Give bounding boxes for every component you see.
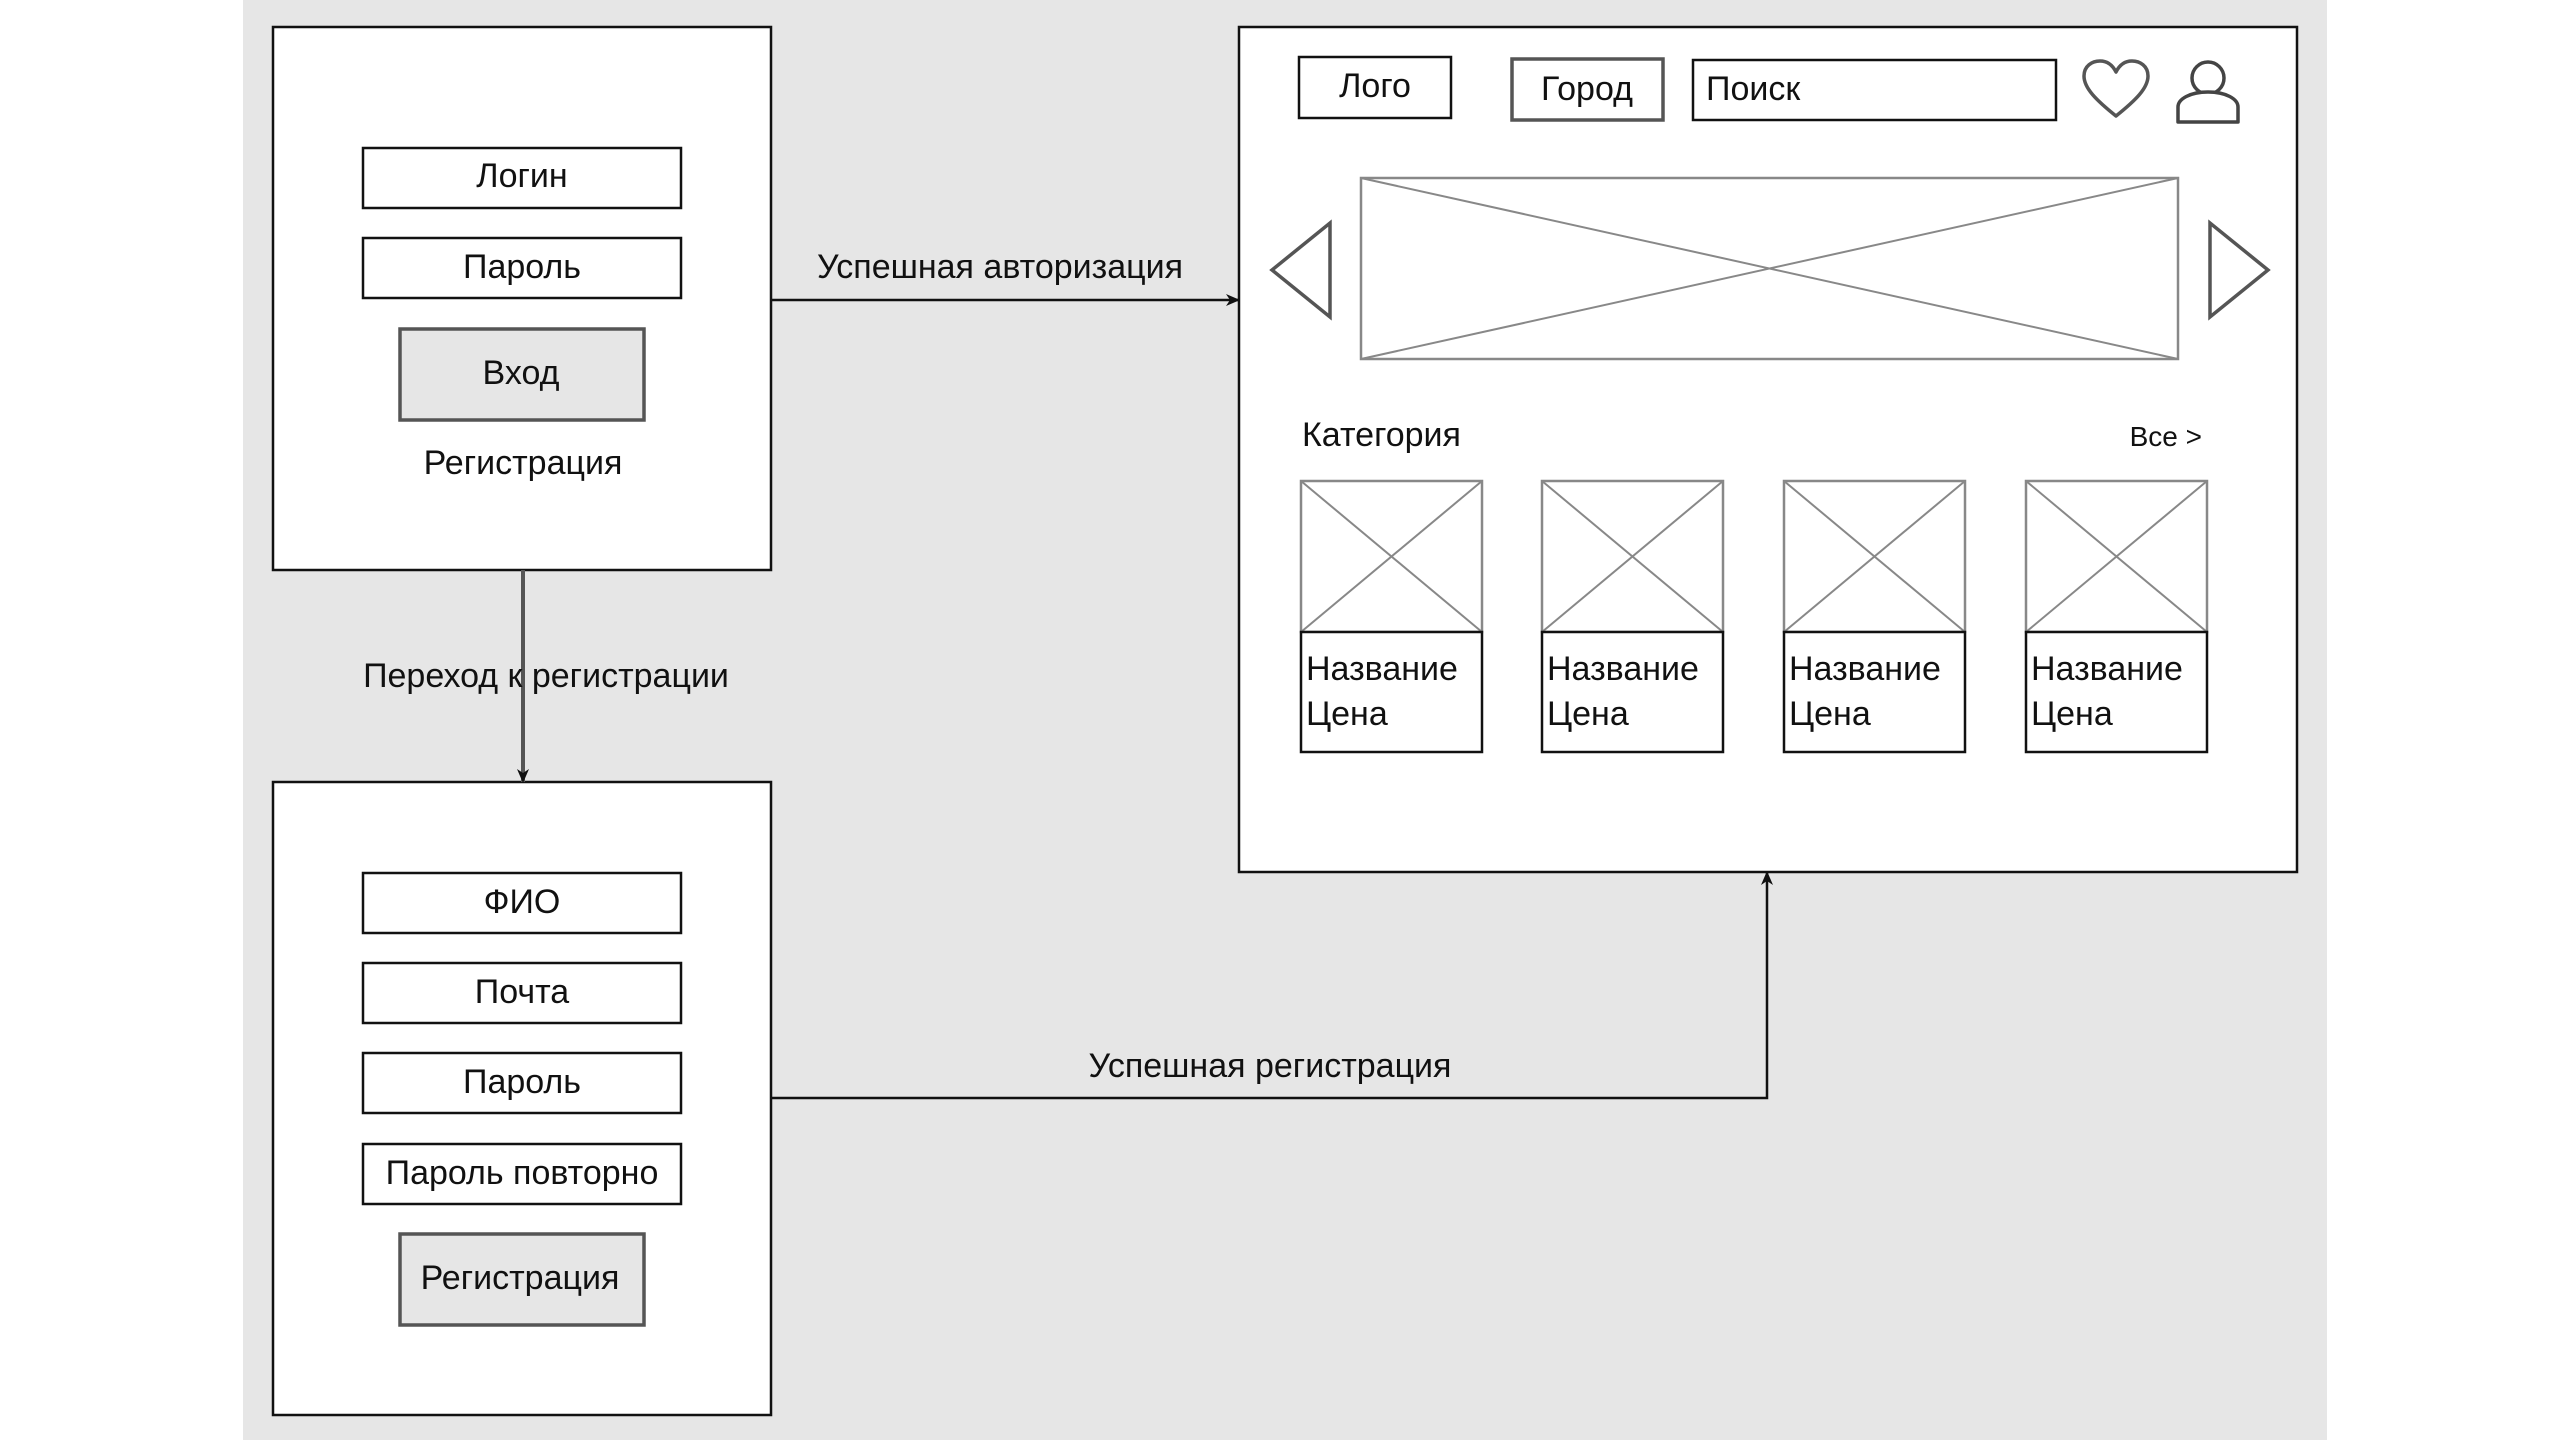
register-button[interactable]: Регистрация — [398, 1232, 646, 1327]
product-name: Название — [1547, 650, 1699, 688]
city-button[interactable]: Город — [1510, 57, 1665, 122]
user-icon[interactable] — [2176, 60, 2240, 124]
main-screen: Лого Город Поиск Категория Все > — [1237, 25, 2299, 874]
banner-image-placeholder — [1359, 176, 2180, 361]
edge-to-registration: Переход к регистрации — [363, 570, 729, 783]
logo-label: Лого — [1339, 67, 1411, 105]
login-screen: Логин Пароль Вход Регистрация — [271, 25, 773, 572]
password-field[interactable]: Пароль — [361, 236, 683, 300]
product-card[interactable]: Название Цена — [2024, 479, 2209, 754]
register-link[interactable]: Регистрация — [424, 444, 623, 482]
product-price: Цена — [1547, 695, 1629, 733]
product-price: Цена — [1306, 695, 1388, 733]
register-success-label: Успешная регистрация — [1089, 1047, 1452, 1085]
product-price: Цена — [1789, 695, 1871, 733]
triangle-left-icon[interactable] — [1269, 219, 1332, 321]
edge-login-success: Успешная авторизация — [771, 248, 1240, 306]
product-card[interactable]: Название Цена — [1540, 479, 1725, 754]
all-link[interactable]: Все > — [2130, 421, 2202, 452]
password-field-label: Пароль — [463, 248, 581, 286]
register-password-field-label: Пароль — [463, 1063, 581, 1101]
enter-button[interactable]: Вход — [398, 327, 646, 422]
password-repeat-field-label: Пароль повторно — [386, 1154, 659, 1192]
register-screen: ФИО Почта Пароль Пароль повторно Регистр… — [271, 780, 773, 1417]
register-button-label: Регистрация — [421, 1259, 620, 1297]
heart-icon[interactable] — [2082, 59, 2150, 118]
product-name: Название — [2031, 650, 2183, 688]
login-field-label: Логин — [476, 157, 567, 195]
login-success-label: Успешная авторизация — [817, 248, 1183, 286]
product-card[interactable]: Название Цена — [1782, 479, 1967, 754]
product-price: Цена — [2031, 695, 2113, 733]
edge-register-success: Успешная регистрация — [771, 871, 1773, 1100]
search-placeholder: Поиск — [1706, 70, 1801, 108]
arrow-register-to-main — [771, 871, 1773, 1100]
search-input[interactable]: Поиск — [1691, 58, 2058, 122]
triangle-right-icon[interactable] — [2208, 219, 2271, 321]
to-registration-label: Переход к регистрации — [363, 657, 729, 695]
password-repeat-field[interactable]: Пароль повторно — [361, 1142, 683, 1206]
fio-field-label: ФИО — [484, 883, 561, 921]
login-field[interactable]: Логин — [361, 146, 683, 210]
logo-box[interactable]: Лого — [1297, 55, 1453, 120]
product-card[interactable]: Название Цена — [1299, 479, 1484, 754]
product-name: Название — [1789, 650, 1941, 688]
city-button-label: Город — [1541, 70, 1633, 108]
email-field-label: Почта — [475, 973, 570, 1011]
register-password-field[interactable]: Пароль — [361, 1051, 683, 1115]
product-name: Название — [1306, 650, 1458, 688]
enter-button-label: Вход — [483, 354, 560, 392]
category-title: Категория — [1302, 416, 1461, 454]
email-field[interactable]: Почта — [361, 961, 683, 1025]
fio-field[interactable]: ФИО — [361, 871, 683, 935]
